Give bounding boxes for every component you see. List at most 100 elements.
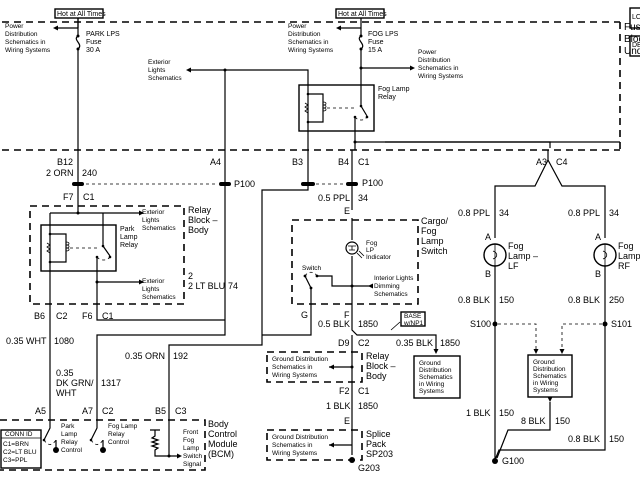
connector-f7: F7 (63, 192, 74, 202)
hot-at-all-times-left: Hot at All Times (57, 11, 106, 18)
fuse-block-label-2: Block – (624, 34, 640, 45)
ground-dist-base-2: Distribution (419, 367, 452, 374)
bcm-label-3: Module (208, 439, 238, 449)
bcm-front-fog-2: Fog (183, 437, 195, 444)
hot-at-all-times-right: Hot at All Times (338, 11, 387, 18)
bcm-park-relay-ctrl-4: Control (61, 447, 83, 454)
wire-1850-a-circuit: 1850 (358, 319, 378, 329)
connector-lf-b: B (485, 269, 491, 279)
legend-box-2-text: DE (632, 42, 640, 49)
wire-34-switch-gauge: 0.5 PPL (318, 193, 350, 203)
wire-34-lf-circuit: 34 (499, 208, 509, 218)
fog-lp-indicator-3: Indicator (366, 254, 392, 261)
connector-c2-d9: C2 (358, 338, 370, 348)
wire-74-circuit: 74 (228, 281, 238, 291)
splice-pack-3: SP203 (366, 449, 393, 459)
ground-dist-base-5: Systems (419, 388, 445, 395)
connector-f: F (344, 310, 350, 320)
wire-150-g100-circuit: 150 (499, 408, 514, 418)
ground-dist-base-box (413, 355, 461, 399)
wire-150-lf-circuit: 150 (499, 295, 514, 305)
arrow-icon (186, 67, 191, 73)
bcm-front-fog-4: Switch (183, 453, 203, 460)
ground-dist-right-2: Distribution (533, 366, 566, 373)
wire-150-8-circuit: 150 (555, 416, 570, 426)
connector-g: G (301, 310, 308, 320)
bcm-park-relay-ctrl-2: Lamp (61, 431, 78, 438)
wire-240-gauge: 2 ORN (46, 168, 74, 178)
fog-lamp-relay-label-1: Fog Lamp (378, 86, 410, 93)
connector-a4: A4 (210, 157, 221, 167)
cargo-switch-label-3: Lamp (421, 236, 444, 246)
exterior-lights-relay1-1: Exterior (142, 209, 165, 216)
ground-dist-relay-1: Ground Distribution (272, 356, 328, 363)
wire-1850-c-circuit: 1850 (358, 401, 378, 411)
connector-b5: B5 (155, 406, 166, 416)
power-dist-left-2: Distribution (5, 31, 38, 38)
bcm-park-relay-ctrl-3: Relay (61, 439, 78, 446)
p100-connector-left-pass (72, 182, 84, 186)
park-lps-fuse-symbol (75, 18, 81, 150)
interior-dimming-3: Schematics (374, 291, 408, 298)
relay-block-body-bottom: Relay Block – Body Ground Distribution S… (266, 351, 396, 383)
junction-dot (353, 140, 357, 144)
arrow-icon (336, 25, 341, 31)
p100-connector-b3 (301, 182, 315, 186)
connector-e-top: E (344, 206, 350, 216)
connector-a3: A3 (536, 157, 547, 167)
connector-f6: F6 (82, 311, 93, 321)
connector-b4: B4 (338, 157, 349, 167)
connector-b3: B3 (292, 157, 303, 167)
fog-lamp-lf-2: Lamp – (508, 251, 538, 261)
bcm-front-fog-1: Front (183, 429, 198, 436)
wire-1850-a-gauge: 0.5 BLK (318, 319, 350, 329)
junction-dot (95, 280, 99, 284)
bcm-label-4: (BCM) (208, 449, 234, 459)
wire-34-rf-gauge: 0.8 PPL (568, 208, 600, 218)
body-control-module: Body Control Module (BCM) Park Lamp Rela… (0, 419, 238, 471)
ground-dist-splice-2: Schematics in (272, 442, 313, 449)
legend-box-1-text: LC (632, 14, 640, 21)
fog-lamp-lf-3: LF (508, 261, 519, 271)
fog-lamp-rf-2: Lamp – (618, 251, 640, 261)
fuse-block-label-3: Underhood (624, 46, 640, 57)
ground-dist-right-1: Ground (533, 359, 555, 366)
splice-s101-icon (602, 321, 608, 327)
wire-192-gauge: 0.35 ORN (125, 351, 165, 361)
cargo-fog-lamp-switch: Cargo/ Fog Lamp Switch Fog LP Indicator … (291, 216, 449, 314)
connector-a5: A5 (35, 406, 46, 416)
switch-label: Switch (302, 265, 322, 272)
power-dist-mid-4: Wiring Systems (288, 47, 334, 54)
legend-box-2 (629, 35, 640, 57)
arrow-icon (53, 25, 58, 31)
fuse-terminal-dot (76, 47, 80, 51)
power-dist-left-4: Wiring Systems (5, 47, 51, 54)
ground-dist-base-3: Schematics (419, 374, 453, 381)
junction-dot (76, 211, 80, 215)
wire-1317-gauge-1: 0.35 (56, 368, 74, 378)
exterior-lights-top-3: Schematics (148, 75, 182, 82)
park-lamp-relay-label-2: Lamp (120, 234, 138, 241)
fuse-terminal-dot (359, 47, 363, 51)
exterior-lights-relay2-1: Exterior (142, 278, 165, 285)
splice-s100-icon (492, 321, 498, 327)
ground-g100: G100 (502, 456, 524, 466)
ground-dist-relay-2: Schematics in (272, 364, 313, 371)
wire-74-gauge: 2 LT BLU (188, 281, 225, 291)
fog-lamp-rf-3: RF (618, 261, 630, 271)
wire-1850-b-circuit: 1850 (440, 338, 460, 348)
park-lps-fuse-label-1: PARK LPS (86, 31, 120, 38)
connector-e-splice: E (344, 416, 350, 426)
arrow-icon (139, 279, 144, 285)
relay-block-top-label-2: Block – (188, 215, 218, 225)
wire-150-g100-gauge: 1 BLK (466, 408, 491, 418)
wire-34-switch-circuit: 34 (358, 193, 368, 203)
splice-pack-sp203: Splice Pack SP203 Ground Distribution Sc… (266, 429, 393, 461)
connector-b6: B6 (34, 311, 45, 321)
wire-250-rf-circuit: 250 (609, 295, 624, 305)
fog-lps-fuse-label-2: Fuse (368, 39, 384, 46)
base-np1-1: BASE (404, 313, 422, 320)
arrow-icon (177, 453, 182, 459)
conn-id-row-1: C1=BRN (3, 441, 29, 448)
bcm-fog-relay-ctrl-3: Control (108, 439, 130, 446)
